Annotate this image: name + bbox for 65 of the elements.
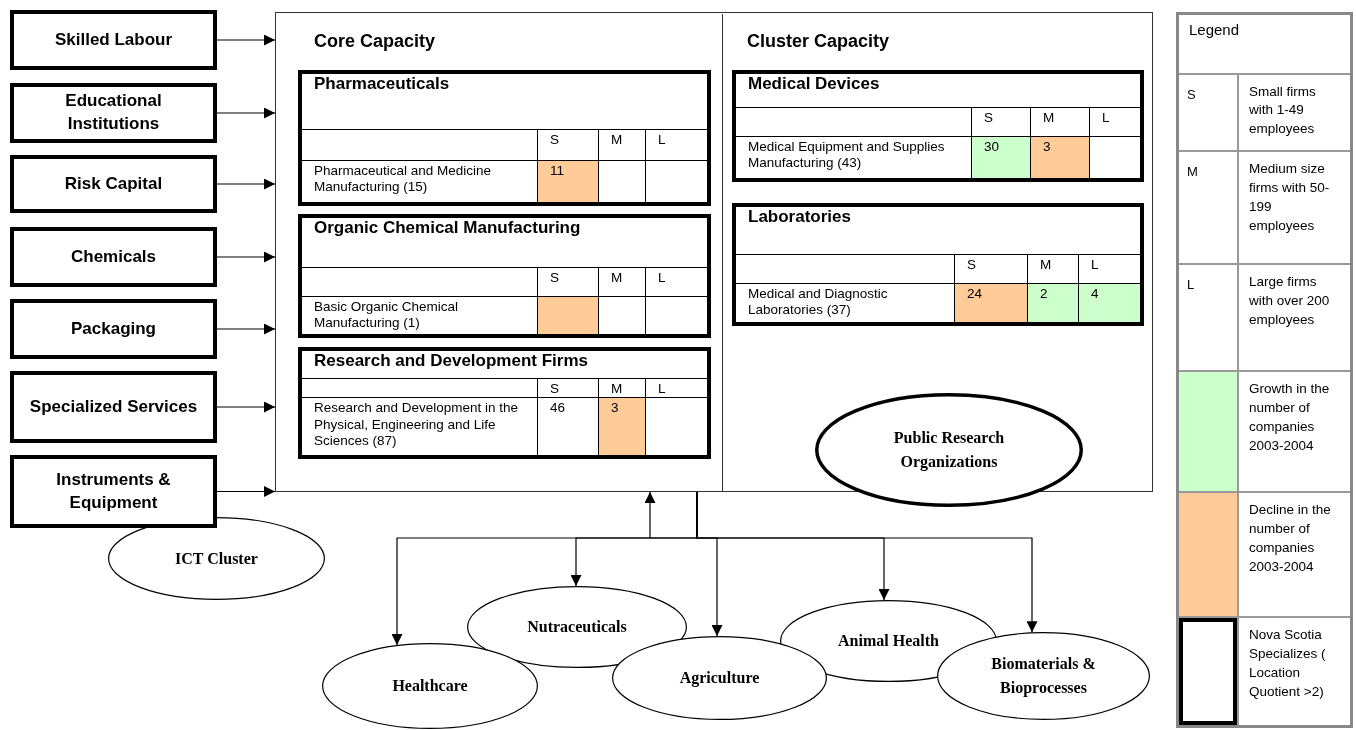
arrow: [216, 251, 276, 263]
input-box: Chemicals: [10, 227, 217, 287]
panel-heading: Medical Devices: [747, 74, 881, 95]
column-header: S: [954, 253, 1027, 283]
column-header: L: [645, 266, 707, 296]
column-header: L: [645, 128, 707, 160]
ellipse-label: ICT Cluster: [175, 548, 258, 569]
input-box: Skilled Labour: [10, 10, 217, 70]
panel-heading: Research and Development Firms: [313, 351, 589, 372]
column-header: S: [537, 266, 598, 296]
table-panel: [732, 203, 1144, 326]
ellipse-label: Animal Health: [838, 631, 939, 651]
legend-text: Small firms with 1-49 employees: [1237, 72, 1350, 150]
column-header: L: [1089, 106, 1140, 137]
table-panel: [298, 347, 711, 459]
table-panel: [298, 70, 711, 206]
column-header: L: [645, 377, 707, 398]
value-cell: 30: [971, 136, 1030, 178]
arrow: [216, 178, 276, 190]
input-box: Risk Capital: [10, 155, 217, 213]
panel-heading: Organic Chemical Manufacturing: [313, 218, 582, 239]
legend-key: M: [1179, 149, 1237, 263]
arrow: [216, 401, 276, 413]
column-header: S: [537, 377, 598, 398]
value-cell: 2: [1027, 282, 1078, 322]
table-panel: [732, 70, 1144, 182]
arrow: [216, 34, 276, 46]
ellipse-label: Healthcare: [392, 676, 468, 696]
column-header: S: [537, 128, 598, 160]
section-heading: Core Capacity: [314, 31, 436, 52]
value-cell: 24: [954, 282, 1027, 322]
input-box: Specialized Services: [10, 371, 217, 443]
ellipse-label: Nutraceuticals: [527, 617, 627, 637]
ellipse-label: Biomaterials & Bioprocesses: [990, 654, 1097, 699]
column-header: M: [1027, 253, 1078, 283]
column-header: M: [598, 128, 645, 160]
ellipse-label: Public Research Organizations: [892, 428, 1006, 473]
panel-heading: Pharmaceuticals: [313, 74, 451, 95]
capacity-frame: [275, 12, 1153, 492]
column-header: M: [598, 266, 645, 296]
input-box: Instruments & Equipment: [10, 455, 217, 528]
table-panel: [298, 214, 711, 338]
panel-heading: Laboratories: [747, 207, 852, 228]
arrow: [216, 107, 276, 119]
input-box: Packaging: [10, 299, 217, 359]
column-header: L: [1078, 253, 1140, 283]
input-box: Educational Institutions: [10, 83, 217, 143]
ellipse-label: Agriculture: [679, 668, 760, 689]
legend-text: Nova Scotia Specializes ( Location Quotient >2): [1237, 615, 1350, 725]
section-heading: Cluster Capacity: [747, 31, 890, 52]
value-cell: 3: [1030, 136, 1089, 178]
arrow: [216, 323, 276, 335]
value-cell: 4: [1078, 282, 1140, 322]
value-cell: 3: [598, 397, 645, 455]
arrow: [216, 486, 276, 497]
value-cell: 11: [537, 159, 598, 202]
legend-title: Legend: [1188, 20, 1241, 40]
arrow: [644, 491, 656, 539]
arrow: [696, 491, 1038, 633]
legend-key: S: [1179, 72, 1237, 150]
legend-text: Growth in the number of companies 2003-2004: [1237, 370, 1350, 491]
legend-text: Large firms with over 200 employees: [1237, 262, 1350, 370]
legend-text: Decline in the number of companies 2003-2004: [1237, 490, 1350, 616]
legend-text: Medium size firms with 50-199 employees: [1237, 149, 1350, 263]
row-label: Research and Development in the Physical, Engineering and Life Sciences (87): [302, 397, 537, 455]
